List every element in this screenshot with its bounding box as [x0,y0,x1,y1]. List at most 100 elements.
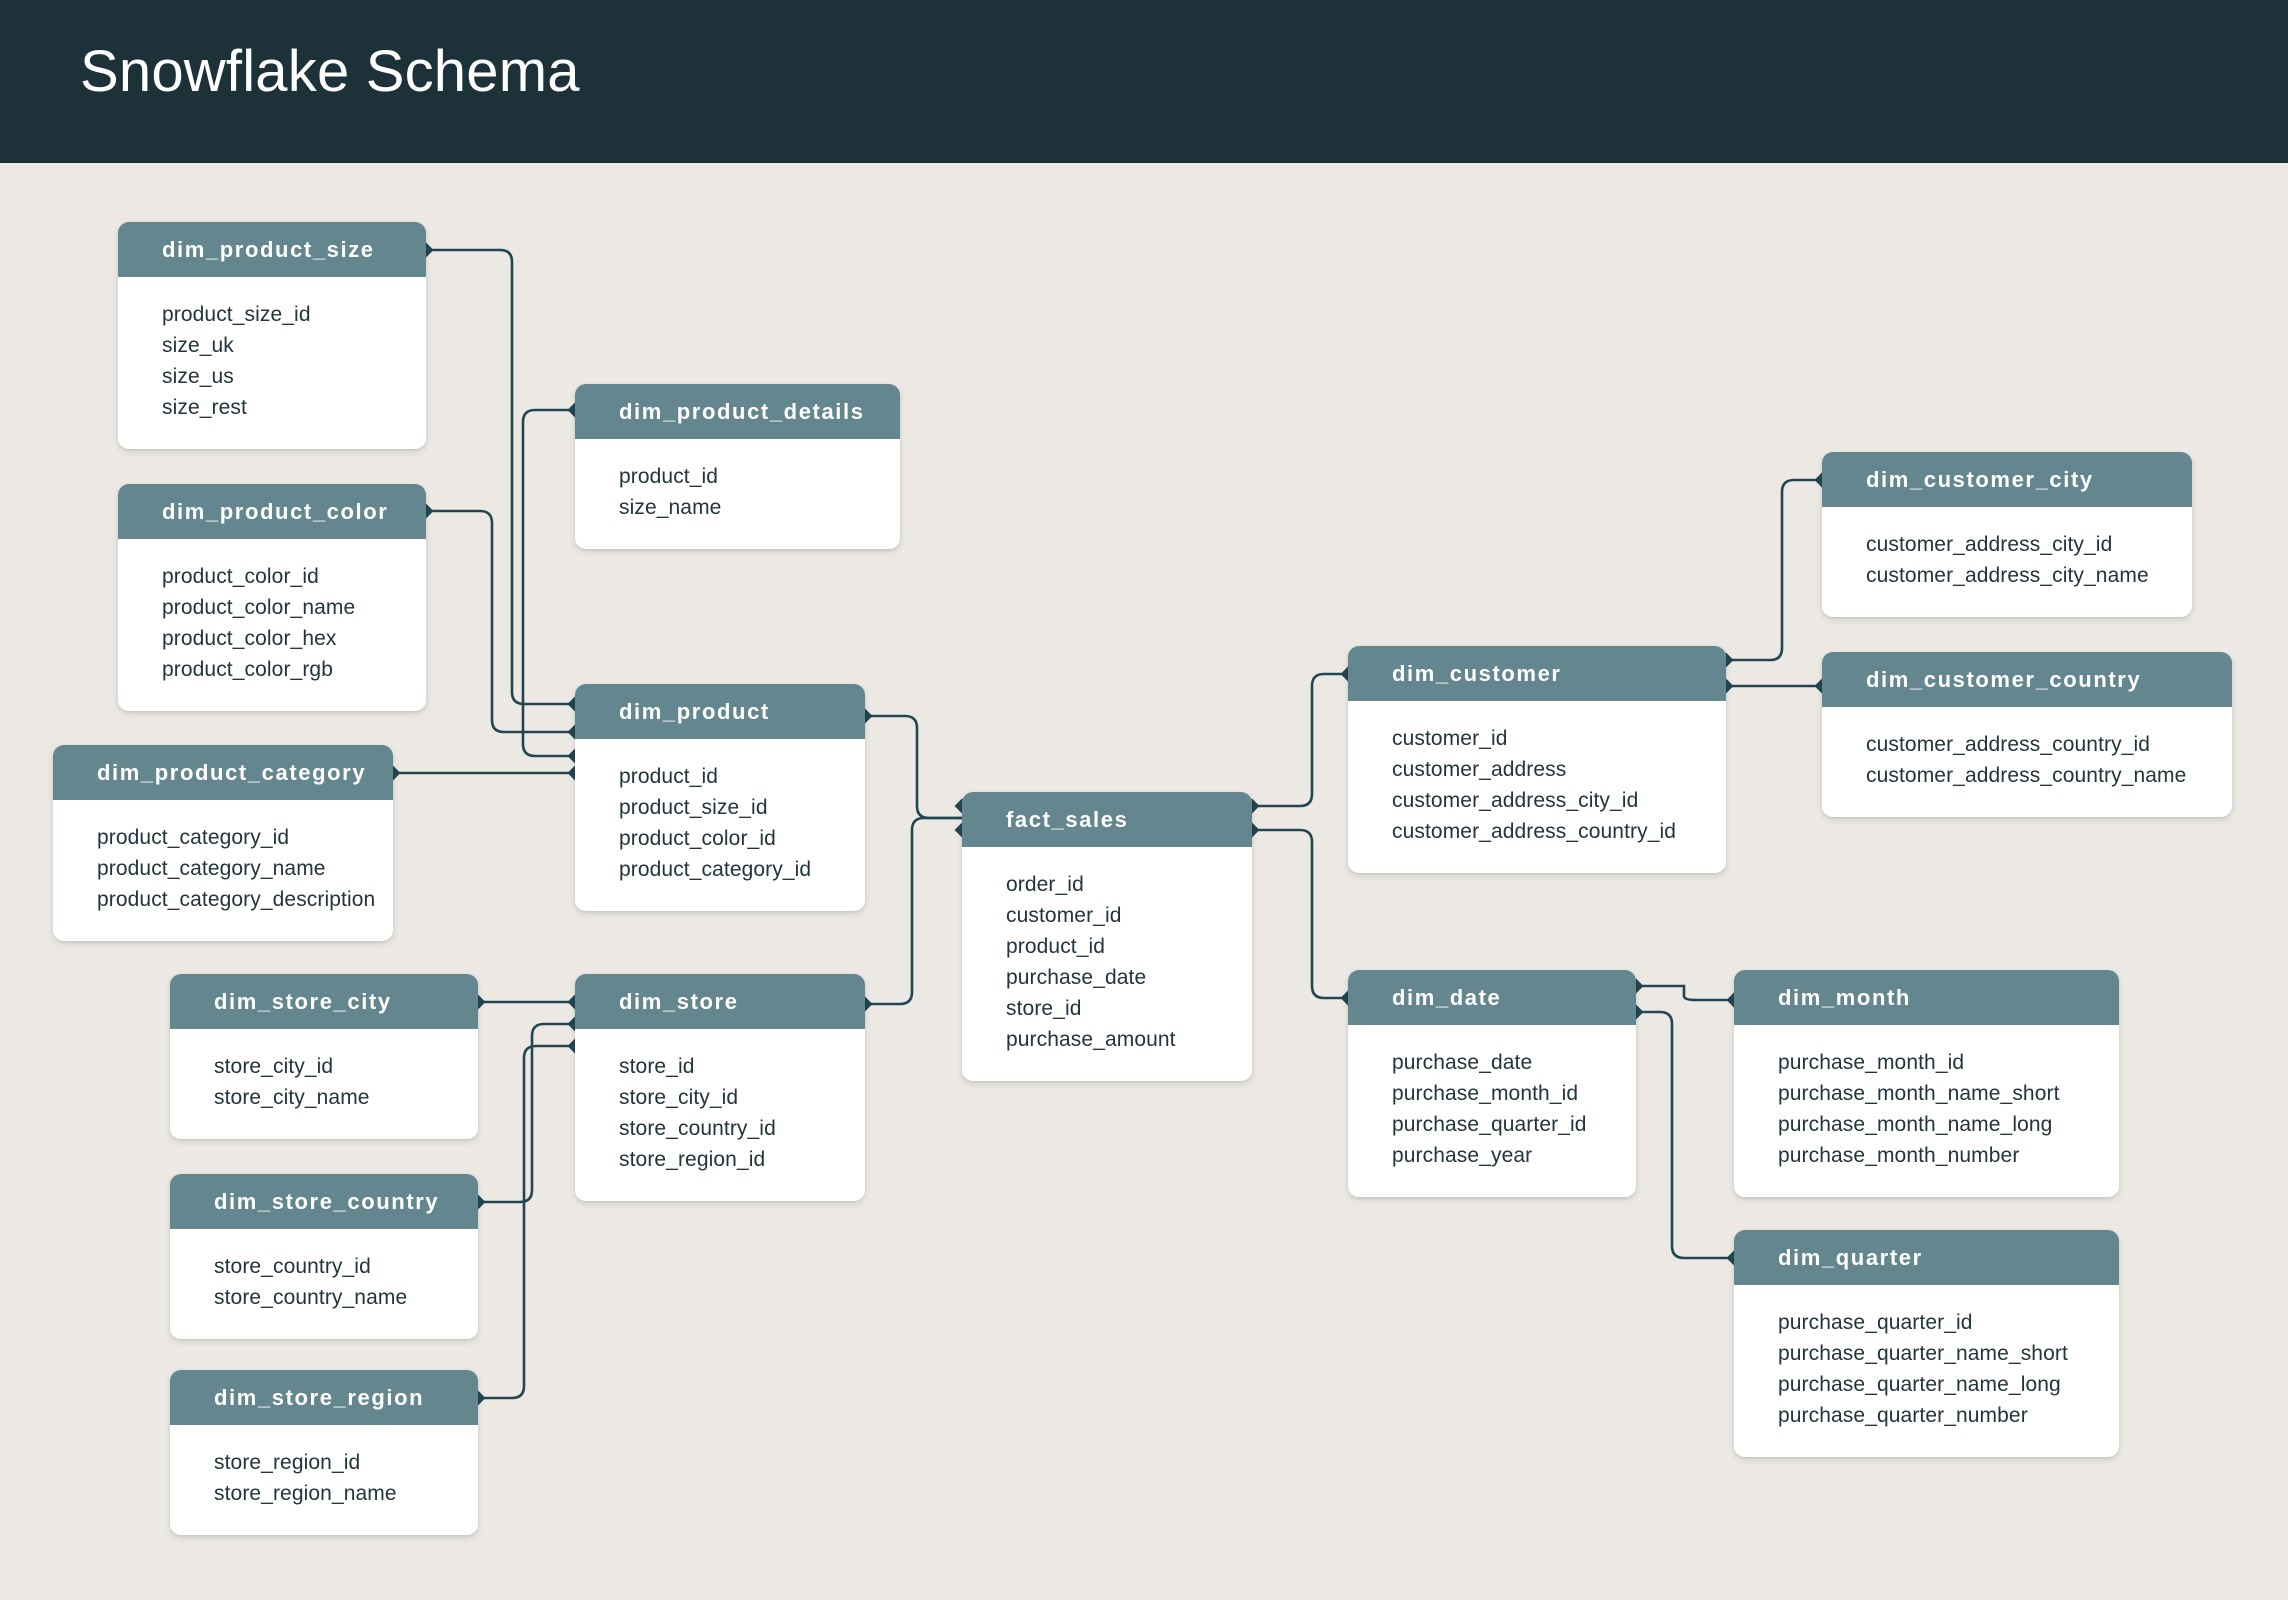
field-row: store_region_name [214,1482,397,1506]
relationship-line-dim_product_details-to-dim_product [521,408,577,758]
field-row: store_id [1006,997,1082,1021]
field-row: product_size_id [619,796,768,820]
relationship-line-dim_date-to-dim_quarter [1634,1010,1736,1260]
field-row: size_rest [162,396,247,420]
field-row: customer_address [1392,758,1567,782]
field-row: store_city_name [214,1086,370,1110]
entity-table-fields: product_category_id product_category_name… [53,800,393,942]
entity-table-header: dim_date [1348,970,1636,1026]
field-row: product_category_name [97,857,326,881]
entity-table-fields: customer_address_country_id customer_addr… [1822,707,2232,818]
relationship-line-dim_store-to-fact_sales [863,816,964,1006]
entity-table-header: fact_sales [962,792,1252,848]
field-row: purchase_month_name_short [1778,1082,2060,1106]
entity-table-header: dim_month [1734,970,2119,1026]
relationship-line-dim_product_size-to-dim_product [424,248,577,706]
entity-table-header: dim_customer [1348,646,1726,702]
field-row: store_region_id [619,1148,766,1172]
page-banner: Snowflake Schema [0,0,2288,163]
field-row: customer_address_country_id [1392,820,1677,844]
field-row: product_color_name [162,596,356,620]
entity-table-header: dim_product_category [53,745,393,801]
field-row: purchase_year [1392,1144,1533,1168]
entity-table-fields: store_city_id store_city_name [170,1029,478,1140]
relationship-line-fact_sales-to-dim_customer [1250,672,1350,808]
entity-table-dim_customer_city[interactable]: dim_customer_city customer_address_city_i… [1822,452,2192,618]
field-row: store_country_id [214,1255,371,1279]
field-row: customer_address_city_id [1392,789,1639,813]
field-row: product_id [1006,935,1106,959]
entity-table-header: dim_store [575,974,865,1030]
relationship-line-dim_product_color-to-dim_product [424,509,577,734]
field-row: product_size_id [162,303,311,327]
field-row: store_country_id [619,1117,776,1141]
field-row: purchase_month_id [1778,1051,1965,1075]
entity-table-header: dim_quarter [1734,1230,2119,1286]
field-row: customer_address_city_name [1866,564,2149,588]
field-row: product_color_id [619,827,776,851]
field-row: product_id [619,465,719,489]
field-row: customer_id [1392,727,1508,751]
relationship-line-dim_customer-to-dim_customer_city [1724,478,1824,662]
relationship-line-dim_date-to-dim_month [1634,984,1736,1002]
field-row: customer_address_country_id [1866,733,2151,757]
entity-table-fields: store_region_id store_region_name [170,1425,478,1536]
entity-table-header: dim_product_color [118,484,426,540]
field-row: store_city_id [214,1055,334,1079]
entity-table-header: dim_customer_country [1822,652,2232,708]
field-row: product_color_id [162,565,319,589]
field-row: product_id [619,765,719,789]
entity-table-dim_store[interactable]: dim_store store_id store_city_id store_coun… [575,974,865,1202]
entity-table-header: dim_product [575,684,865,740]
entity-table-fields: product_id product_size_id product_color_i… [575,739,865,912]
field-row: order_id [1006,873,1084,897]
relationship-line-dim_product-to-fact_sales [863,714,964,820]
field-row: purchase_quarter_name_short [1778,1342,2068,1366]
entity-table-header: dim_product_details [575,384,900,440]
field-row: customer_id [1006,904,1122,928]
relationship-line-dim_store_region-to-dim_store [476,1044,577,1400]
field-row: store_city_id [619,1086,739,1110]
field-row: customer_address_city_id [1866,533,2113,557]
field-row: size_uk [162,334,234,358]
field-row: size_us [162,365,234,389]
entity-table-dim_product_details[interactable]: dim_product_details product_id size_name [575,384,900,550]
field-row: customer_address_country_name [1866,764,2187,788]
entity-table-header: dim_product_size [118,222,426,278]
field-row: purchase_quarter_id [1392,1113,1587,1137]
field-row: product_category_id [97,826,290,850]
entity-table-header: dim_store_region [170,1370,478,1426]
field-row: size_name [619,496,722,520]
entity-table-fields: purchase_date purchase_month_id purchase_q… [1348,1025,1636,1198]
entity-table-fields: product_id size_name [575,439,900,550]
page-title: Snowflake Schema [80,39,580,104]
entity-table-dim_month[interactable]: dim_month purchase_month_id purchase_month… [1734,970,2119,1198]
entity-table-fields: store_country_id store_country_name [170,1229,478,1340]
field-row: store_country_name [214,1286,408,1310]
field-row: purchase_quarter_name_long [1778,1373,2061,1397]
field-row: purchase_date [1392,1051,1533,1075]
field-row: purchase_month_id [1392,1082,1579,1106]
field-row: store_id [619,1055,695,1079]
field-row: product_category_description [97,888,376,912]
entity-table-header: dim_customer_city [1822,452,2192,508]
entity-table-header: dim_store_country [170,1174,478,1230]
field-row: product_color_rgb [162,658,333,682]
entity-table-fields: customer_id customer_address customer_addr… [1348,701,1726,874]
field-row: store_region_id [214,1451,361,1475]
